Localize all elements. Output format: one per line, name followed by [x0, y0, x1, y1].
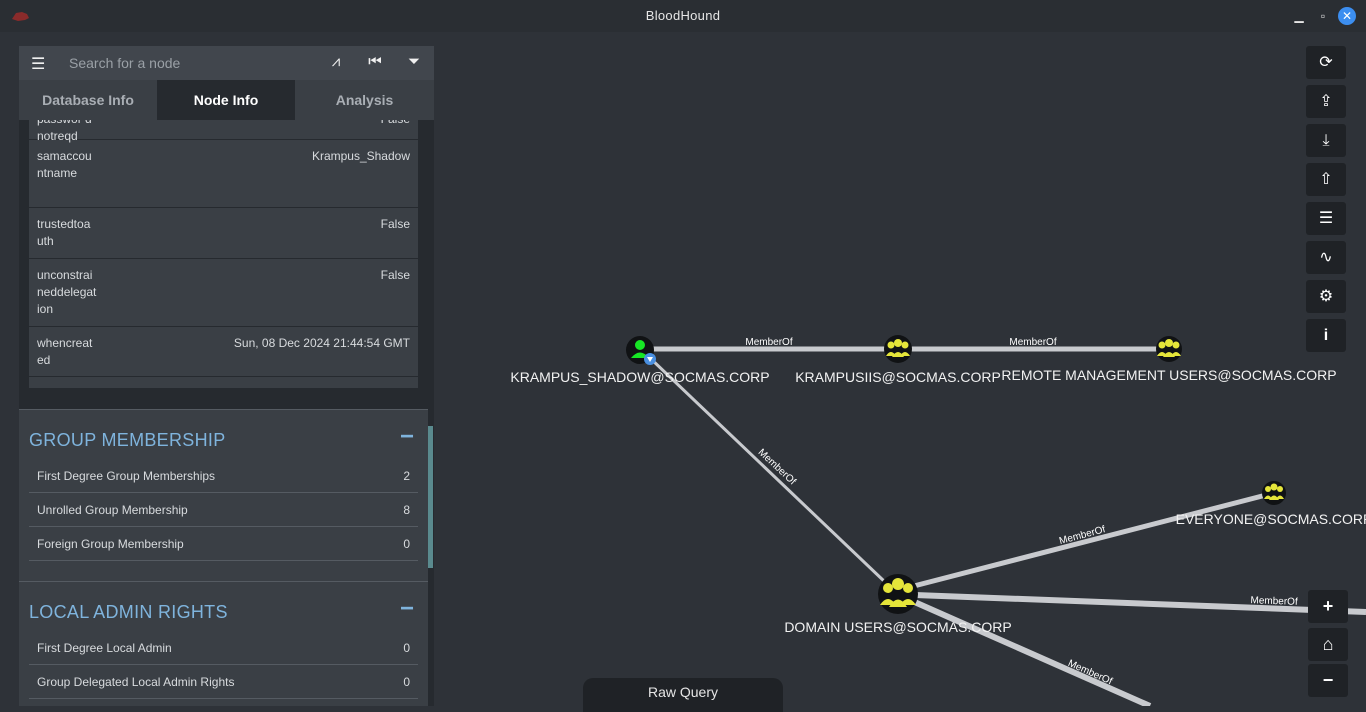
property-value: False: [380, 268, 410, 282]
row-label: First Degree Group Memberships: [37, 469, 216, 483]
edge-domainusers-right: [914, 592, 1366, 615]
row-label: Group Delegated Local Admin Rights: [37, 675, 235, 689]
edge-domainusers-bottom: [908, 597, 1152, 706]
node-info-scroll[interactable]: passwor dnotreqd False samaccountname Kr…: [19, 120, 434, 706]
property-value: False: [381, 120, 410, 128]
edge-label-2: MemberOf: [1009, 337, 1056, 348]
collapse-minus-icon[interactable]: −: [399, 595, 414, 622]
node-label-everyone: EVERYONE@SOCMAS.CORP: [1175, 511, 1366, 527]
edge-label-5: MemberOf: [1250, 595, 1298, 608]
node-everyone[interactable]: [1262, 481, 1286, 505]
chart-icon[interactable]: ∿: [1306, 241, 1346, 274]
checklist-icon[interactable]: ☰: [1306, 202, 1346, 235]
node-label-remote-management-users: REMOTE MANAGEMENT USERS@SOCMAS.CORP: [1001, 367, 1337, 383]
node-label-krampus-shadow: KRAMPUS_SHADOW@SOCMAS.CORP: [510, 369, 770, 385]
back-icon[interactable]: ⏮: [368, 53, 382, 70]
edge-label-1: MemberOf: [745, 337, 792, 348]
tab-analysis[interactable]: Analysis: [295, 80, 434, 120]
raw-query-button[interactable]: Raw Query: [583, 678, 783, 712]
row-count: 0: [403, 641, 410, 655]
edge-label-3: MemberOf: [756, 447, 798, 487]
title-bar: BloodHound ▁ ▫ ✕: [0, 0, 1366, 32]
download-icon[interactable]: ⤓: [1306, 124, 1346, 157]
node-label-krampusiis: KRAMPUSIIS@SOCMAS.CORP: [795, 369, 1001, 385]
property-key: unconstraineddelegation: [37, 268, 97, 316]
search-bar: ☰ ⩘ ⏮ ⏷: [19, 46, 434, 80]
row-label: Unrolled Group Membership: [37, 503, 188, 517]
pathfinding-road-icon[interactable]: ⩘: [331, 53, 341, 70]
arrow-up-circle-icon[interactable]: ⇧: [1306, 163, 1346, 196]
row-count: 0: [403, 675, 410, 689]
group-delegated-local-admin-row[interactable]: Group Delegated Local Admin Rights 0: [29, 666, 418, 699]
row-label: First Degree Local Admin: [37, 641, 172, 655]
property-value: False: [380, 217, 410, 231]
filter-icon[interactable]: ⏷: [407, 53, 420, 70]
properties-table: passwor dnotreqd False samaccountname Kr…: [29, 120, 418, 388]
side-panel: ☰ ⩘ ⏮ ⏷ Database Info Node Info Analysis…: [19, 46, 434, 706]
unrolled-group-membership-row[interactable]: Unrolled Group Membership 8: [29, 494, 418, 527]
local-admin-rights-section: LOCAL ADMIN RIGHTS − First Degree Local …: [19, 581, 428, 706]
refresh-icon[interactable]: ⟳: [1306, 46, 1346, 79]
property-row: trustedtoauth False: [29, 208, 418, 259]
scrollbar-thumb[interactable]: [428, 426, 433, 568]
section-title: LOCAL ADMIN RIGHTS: [29, 602, 228, 622]
node-remote-management-users[interactable]: [1156, 336, 1182, 362]
property-value: Sun, 08 Dec 2024 21:44:54 GMT: [233, 336, 410, 350]
edge-domainusers-everyone: [909, 491, 1271, 590]
foreign-group-membership-row[interactable]: Foreign Group Membership 0: [29, 528, 418, 561]
first-degree-group-memberships-row[interactable]: First Degree Group Memberships 2: [29, 460, 418, 493]
property-key: passwor dnotreqd: [37, 120, 92, 143]
search-input[interactable]: [69, 52, 309, 74]
row-count: 8: [403, 503, 410, 517]
window-title: BloodHound: [645, 8, 721, 23]
hamburger-menu-icon[interactable]: ☰: [31, 56, 46, 73]
property-key: trustedtoauth: [37, 217, 91, 248]
collapse-minus-icon[interactable]: −: [399, 423, 414, 450]
graph-edges: MemberOf MemberOf MemberOf MemberOf Memb…: [626, 335, 1366, 706]
row-count: 0: [403, 537, 410, 551]
node-label-domain-users: DOMAIN USERS@SOCMAS.CORP: [784, 619, 1012, 635]
property-value: Krampus_Shadow: [311, 149, 410, 163]
property-key: samaccountname: [37, 149, 92, 180]
first-degree-local-admin-row[interactable]: First Degree Local Admin 0: [29, 632, 418, 665]
close-button[interactable]: ✕: [1338, 7, 1356, 25]
panel-tabs: Database Info Node Info Analysis: [19, 80, 434, 120]
bloodhound-logo-icon: [12, 12, 29, 21]
node-domain-users[interactable]: [878, 574, 918, 614]
node-krampusiis[interactable]: [884, 335, 912, 363]
node-krampus-shadow[interactable]: [626, 336, 656, 365]
edge-shadow-domainusers: [648, 356, 887, 584]
maximize-button[interactable]: ▫: [1320, 9, 1326, 23]
row-label: Foreign Group Membership: [37, 537, 184, 551]
section-title: GROUP MEMBERSHIP: [29, 430, 226, 450]
tab-database-info[interactable]: Database Info: [19, 80, 157, 120]
zoom-out-button[interactable]: −: [1308, 664, 1348, 697]
property-row: samaccountname Krampus_Shadow: [29, 140, 418, 208]
zoom-in-button[interactable]: +: [1308, 590, 1348, 623]
row-count: 2: [403, 469, 410, 483]
info-icon[interactable]: i: [1306, 319, 1346, 352]
property-row: whencreated Sun, 08 Dec 2024 21:44:54 GM…: [29, 327, 418, 377]
home-icon[interactable]: ⌂: [1308, 628, 1348, 661]
minimize-button[interactable]: ▁: [1294, 9, 1304, 23]
property-row: unconstraineddelegation False: [29, 259, 418, 327]
gears-icon[interactable]: ⚙: [1306, 280, 1346, 313]
property-row: passwor dnotreqd False: [29, 120, 418, 143]
group-membership-section: GROUP MEMBERSHIP − First Degree Group Me…: [19, 409, 428, 581]
tab-node-info[interactable]: Node Info: [157, 80, 295, 120]
property-key: whencreated: [37, 336, 93, 367]
upload-icon[interactable]: ⇪: [1306, 85, 1346, 118]
